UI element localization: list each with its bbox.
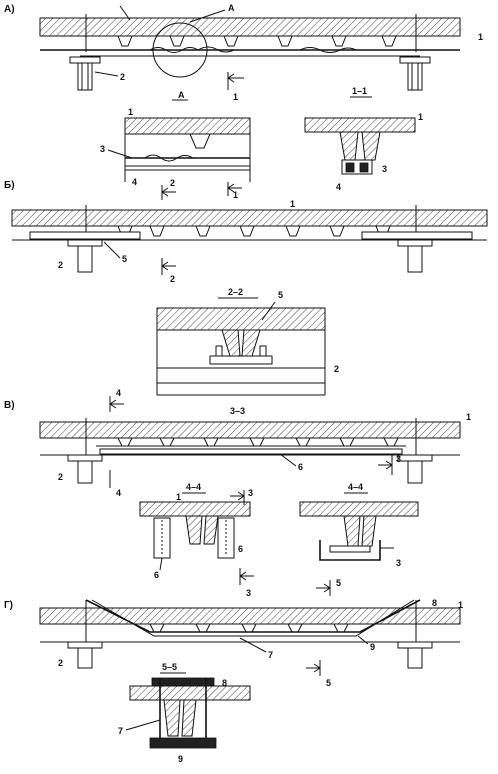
section-5-5-title: 5–5 [162,662,177,672]
section-4-4-left: 4–4 1 6 6 3 [139,482,253,580]
damage-wave-a [149,46,235,53]
tendon-inner-g [91,599,415,637]
leader-7-s55: 7 [118,726,123,736]
ribs-v [117,437,399,447]
section-4-4-right: 4–4 3 [299,482,419,568]
leader-1-s44: 1 [176,492,181,502]
cut-1-label-b: 1 [233,190,238,200]
leader-5-b: 5 [122,254,127,264]
deck-slab-a [39,17,461,37]
ribs-g [149,623,349,633]
detail-circle-a [152,22,208,78]
tendon-outer-g [85,599,421,633]
section-2-2: 2–2 5 2 [156,287,339,396]
pier-left-g [67,641,103,669]
ribs-a [117,35,397,47]
bracket-right-b [361,231,473,240]
cut-5-label-top: 5 [336,578,341,588]
leader-2-s22: 2 [334,364,339,374]
reinforcement-beam-v [99,448,403,455]
leader-4-s11: 4 [336,182,341,192]
detail-circle-label: А [228,3,235,13]
leader-a-top [119,5,131,21]
section-1-1: 1–1 1 3 4 [304,86,423,192]
pier-left-b [67,239,103,273]
pier-left-v [67,454,103,484]
cut-4-label-bottom: 4 [116,488,121,498]
pier-right-v [397,454,433,484]
leader-6-v: 6 [298,462,303,472]
leader-3-s11: 3 [382,164,387,174]
leader-3-detail: 3 [100,144,105,154]
leader-7-g: 7 [268,650,273,660]
cut-3-label-bottom: 3 [246,588,251,598]
leader-2-b: 2 [58,260,63,270]
leader-6-s44-left: 6 [154,570,159,580]
panel-a-label: А) [4,4,15,15]
leader-3-s44-right: 3 [396,558,401,568]
leader-1-detail: 1 [128,107,133,117]
leader-9-s55: 9 [178,754,183,764]
cut-2-label-top: 2 [170,178,175,188]
leader-4-detail: 4 [132,177,137,187]
panel-v-label: В) [4,400,15,411]
ribs-b [117,225,391,237]
section-4-4-right-title: 4–4 [348,482,363,492]
panel-a: А) А [4,3,483,102]
leader-2-a: 2 [120,72,125,82]
leader-2-g: 2 [58,658,63,668]
section-2-2-title: 2–2 [228,287,243,297]
leader-1-v: 1 [466,412,471,422]
panel-g: Г) 5 8 1 2 7 9 [4,578,463,688]
section-3-3-title: 3–3 [230,406,245,416]
leader-1-s11: 1 [418,112,423,122]
pier-right-a [399,56,431,91]
deck-slab-v [39,421,461,439]
leader-1-b: 1 [290,199,295,209]
panel-v: В) 4 3–3 1 2 6 [4,388,471,498]
panel-b: Б) 2 1 1 [4,178,488,284]
panel-g-label: Г) [4,600,13,611]
leader-9-g: 9 [370,642,375,652]
leader-1-a: 1 [478,32,483,42]
cut-1-label-a: 1 [233,92,238,102]
leader-6-s44-right: 6 [238,544,243,554]
leader-5-s22: 5 [278,290,283,300]
bracket-left-b [29,231,141,240]
leader-8-s55: 8 [222,678,227,688]
cut-5-label-bottom: 5 [326,678,331,688]
section-4-4-left-title: 4–4 [186,482,201,492]
detail-a-title: А [178,90,185,100]
cut-4-label-top: 4 [116,388,121,398]
section-5-5: 5–5 8 7 9 [118,662,251,764]
leader-8-g: 8 [432,598,437,608]
leader-2-v: 2 [58,472,63,482]
pier-right-g [397,641,433,669]
detail-a: А 1 3 4 [100,90,251,187]
pier-right-b [397,239,433,273]
cut-3-label-right: 3 [396,454,401,464]
damage-wave-a2 [299,47,357,53]
panel-b-label: Б) [4,180,15,191]
section-1-1-title: 1–1 [352,86,367,96]
cut-3-label-s44: 3 [248,488,253,498]
cut-2-label-bottom: 2 [170,274,175,284]
pier-left-a [69,56,101,91]
leader-1-g: 1 [458,600,463,610]
